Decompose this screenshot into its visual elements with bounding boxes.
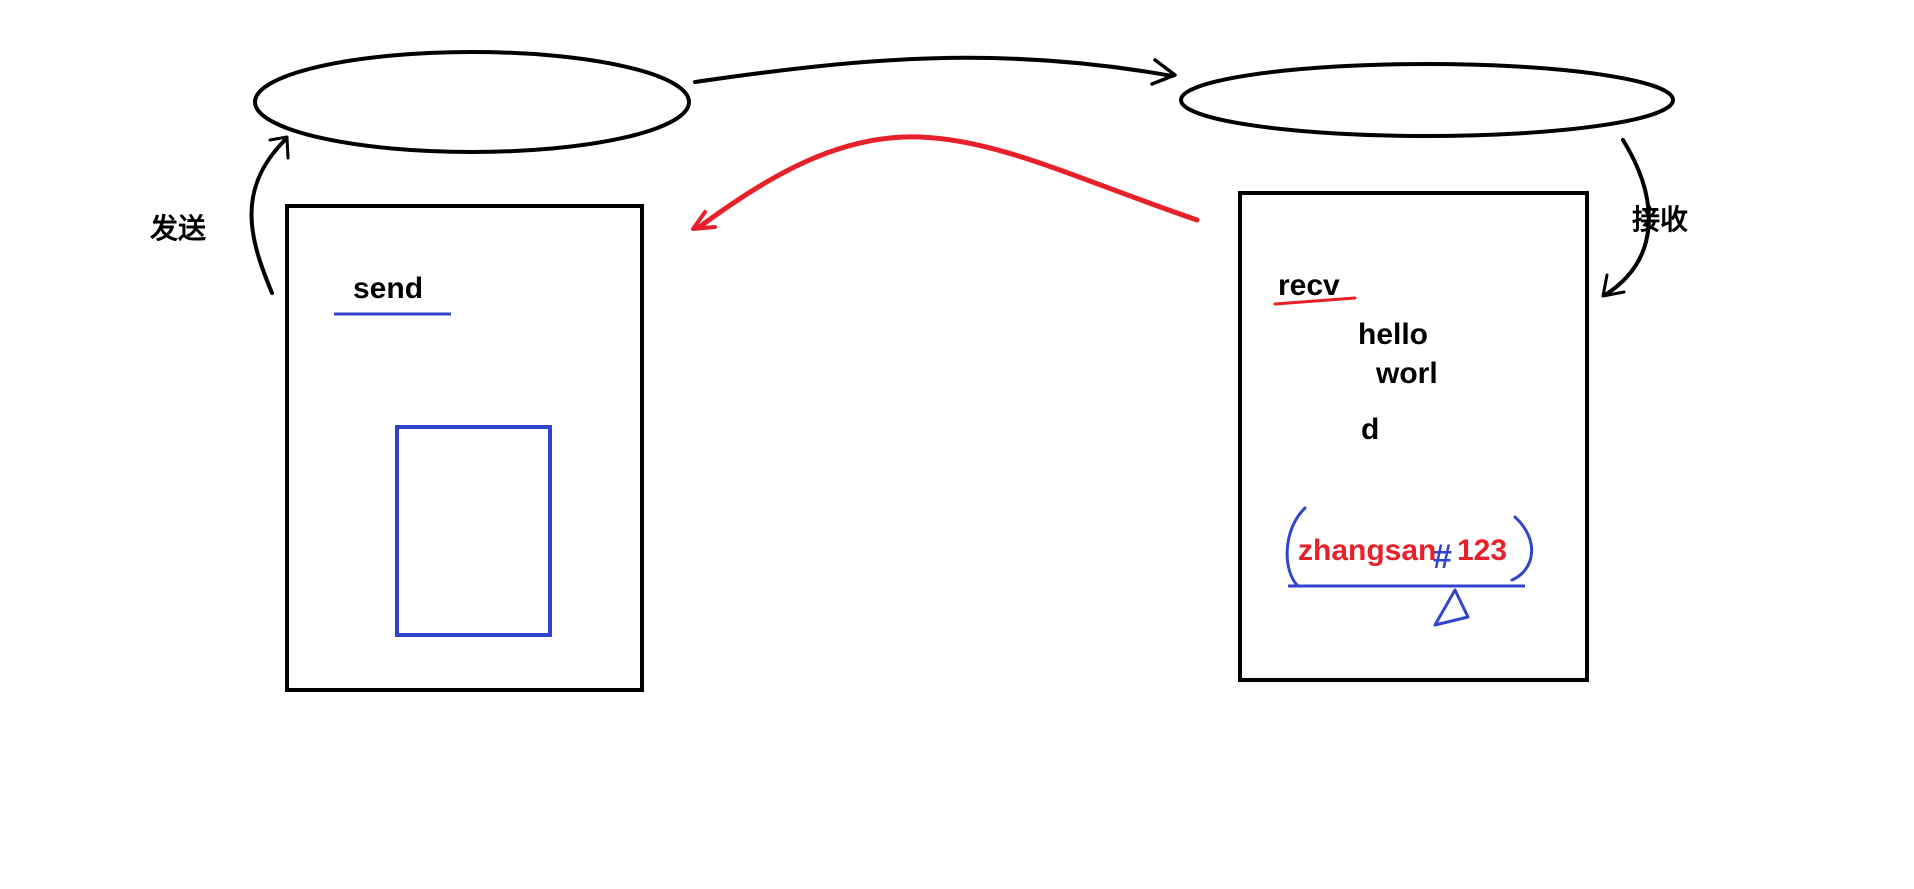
recv-arrowhead: [1601, 273, 1626, 298]
transfer-arrowhead: [1150, 58, 1177, 86]
recv-text-line1: hello: [1358, 318, 1428, 351]
send-data-box: [395, 425, 552, 637]
packet-name: zhangsan: [1298, 534, 1436, 567]
sender-process-box: [285, 204, 644, 692]
recv-side-label: 接收: [1632, 203, 1688, 236]
recv-arrow: [1603, 138, 1651, 297]
receiver-process-box: [1238, 191, 1589, 682]
recv-call-label: recv: [1278, 269, 1340, 302]
packet-bracket-left: [1285, 506, 1307, 588]
send-arrowhead: [268, 135, 290, 160]
recv-buffer-ellipse: [1179, 62, 1675, 138]
send-arrow: [249, 138, 287, 295]
recv-text-line2: worl: [1375, 357, 1438, 390]
packet-separator: #: [1433, 538, 1452, 576]
packet-tail: 123: [1457, 534, 1507, 567]
packet-pointer: [1433, 588, 1470, 627]
send-buffer-ellipse: [253, 50, 691, 154]
transfer-arrow: [693, 55, 1174, 84]
recv-underline: [1273, 296, 1357, 306]
send-side-label: 发送: [149, 212, 206, 245]
recv-text-line3: d: [1361, 413, 1379, 446]
packet-bracket-right: [1510, 515, 1533, 582]
send-call-label: send: [353, 272, 423, 305]
return-arrow: [695, 134, 1200, 231]
return-arrowhead: [691, 210, 717, 231]
